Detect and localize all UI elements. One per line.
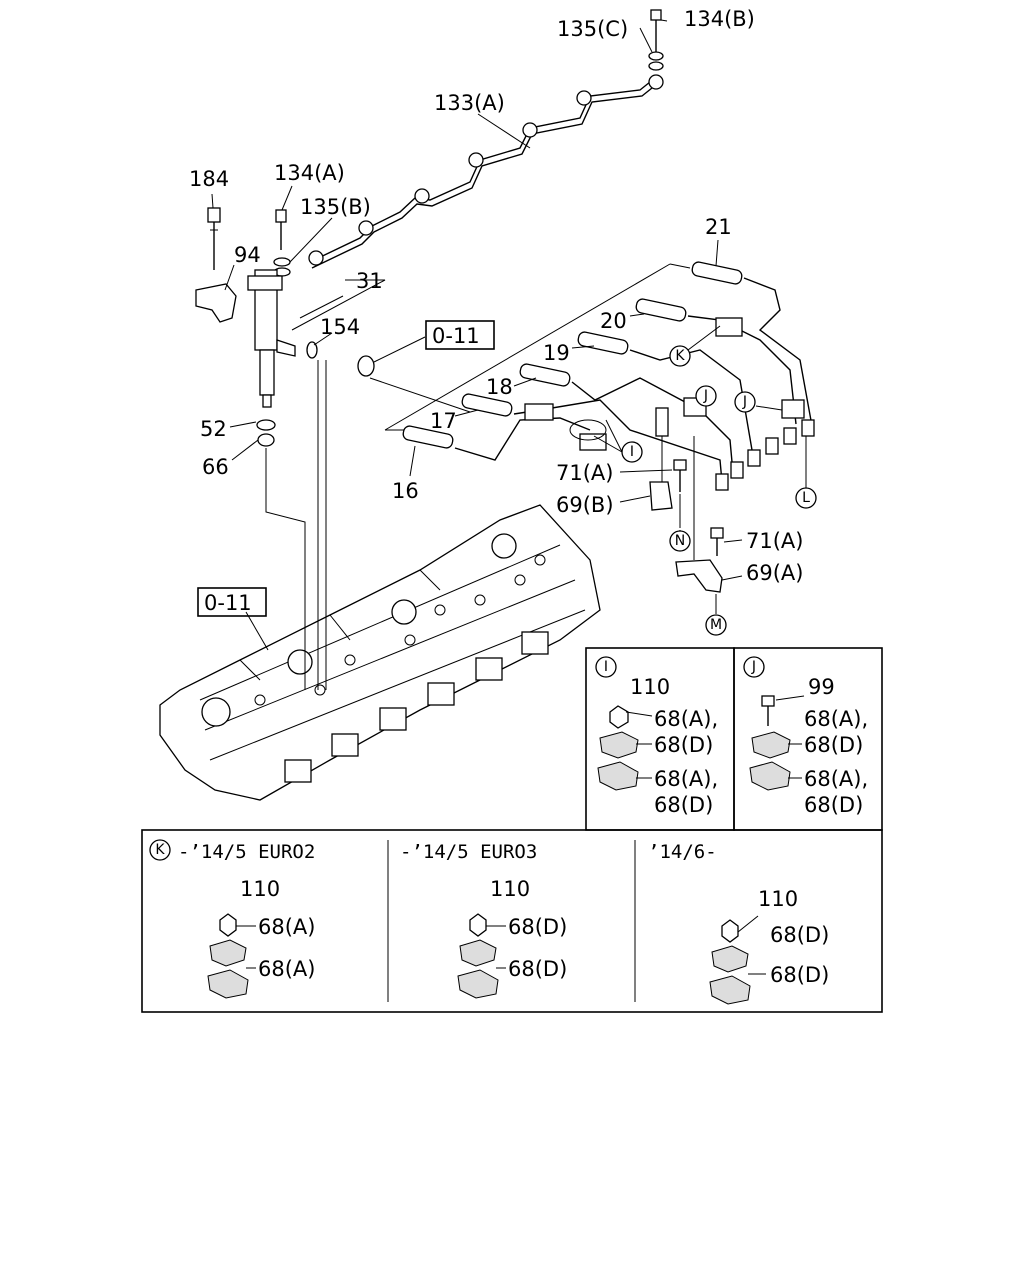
box-k-col2-header: -’14/5 EURO3 (400, 841, 537, 863)
marker-j-upper: J (695, 385, 717, 407)
box-j-clip1-icon (751, 731, 791, 759)
box-k-col3-nut: 110 (758, 887, 798, 911)
box-j-bolt-icon (761, 695, 775, 707)
label-17: 17 (430, 409, 457, 433)
label-18: 18 (486, 375, 513, 399)
label-71a-lower: 71(A) (746, 529, 803, 553)
cylinder-head (159, 504, 601, 801)
label-133a: 133(A) (434, 91, 505, 115)
svg-text:L: L (802, 490, 810, 506)
box-j-clip2-icon (749, 761, 791, 791)
assembly-lines (265, 360, 471, 690)
svg-text:M: M (710, 617, 722, 633)
label-94: 94 (234, 243, 261, 267)
box-i-clip1-b: 68(D) (654, 733, 713, 757)
label-71a-upper: 71(A) (556, 461, 613, 485)
box-k-col1-header: -’14/5 EURO2 (178, 841, 315, 863)
label-19: 19 (543, 341, 570, 365)
label-20: 20 (600, 309, 627, 333)
box-i-clip2-a: 68(A), (654, 767, 718, 791)
box-i-clip2-b: 68(D) (654, 793, 713, 817)
svg-text:J: J (703, 388, 708, 404)
box-i-clip1-a: 68(A), (654, 707, 718, 731)
leader-lines (211, 19, 783, 651)
marker-i: I (621, 441, 643, 463)
label-66: 66 (202, 455, 229, 479)
svg-text:J: J (751, 659, 756, 675)
svg-text:K: K (155, 842, 165, 858)
box-k-col1-nut: 110 (240, 877, 280, 901)
detail-box-i: I 110 68(A), 68(D) 68(A), 68(D) (585, 647, 735, 831)
label-135b: 135(B) (300, 195, 371, 219)
label-69b: 69(B) (556, 493, 614, 517)
ref-box-head (197, 587, 267, 617)
box-i-nut-icon (609, 705, 629, 729)
box-j-clip2-a: 68(A), (804, 767, 868, 791)
brackets (649, 407, 807, 614)
svg-text:I: I (630, 444, 634, 460)
box-k-col2-clip1: 68(D) (508, 915, 567, 939)
marker-j-right: J (734, 391, 756, 413)
injection-pipes (384, 261, 815, 491)
label-135c: 135(C) (557, 17, 628, 41)
svg-text:N: N (675, 533, 685, 549)
label-154: 154 (320, 315, 360, 339)
box-k-col3-clip2: 68(D) (770, 963, 829, 987)
detail-box-j: J 99 68(A), 68(D) 68(A), 68(D) (733, 647, 883, 831)
label-16: 16 (392, 479, 419, 503)
box-i-nut-label: 110 (630, 675, 670, 699)
marker-m: M (705, 614, 727, 636)
label-21: 21 (705, 215, 732, 239)
marker-n: N (669, 530, 691, 552)
box-j-clip1-a: 68(A), (804, 707, 868, 731)
label-184: 184 (189, 167, 229, 191)
label-31: 31 (356, 269, 383, 293)
svg-text:I: I (604, 659, 608, 675)
label-52: 52 (200, 417, 227, 441)
box-k-col2-clip2: 68(D) (508, 957, 567, 981)
marker-k: K (669, 345, 691, 367)
label-134a: 134(A) (274, 161, 345, 185)
detail-box-k: K -’14/5 EURO2 110 68(A) 68(A) -’14/5 EU… (141, 829, 883, 1013)
ref-box-top (425, 320, 495, 350)
label-69a: 69(A) (746, 561, 803, 585)
leak-off-pipe-133a (308, 9, 664, 269)
ref-label-top: 0-11 (432, 324, 480, 348)
injector-assembly (195, 207, 375, 447)
box-j-clip2-b: 68(D) (804, 793, 863, 817)
box-i-clip1-icon (599, 731, 639, 759)
box-j-clip1-b: 68(D) (804, 733, 863, 757)
box-i-clip2-icon (597, 761, 639, 791)
box-k-col1-clip2: 68(A) (258, 957, 315, 981)
box-j-bolt-label: 99 (808, 675, 835, 699)
svg-text:K: K (675, 348, 685, 364)
marker-l: L (795, 487, 817, 509)
box-k-col3-clip1: 68(D) (770, 923, 829, 947)
box-k-col2-nut: 110 (490, 877, 530, 901)
label-134b: 134(B) (684, 7, 755, 31)
box-k-col1-clip1: 68(A) (258, 915, 315, 939)
ref-label-head: 0-11 (204, 591, 252, 615)
box-k-col3-header: ’14/6- (648, 841, 717, 863)
svg-text:J: J (742, 394, 747, 410)
